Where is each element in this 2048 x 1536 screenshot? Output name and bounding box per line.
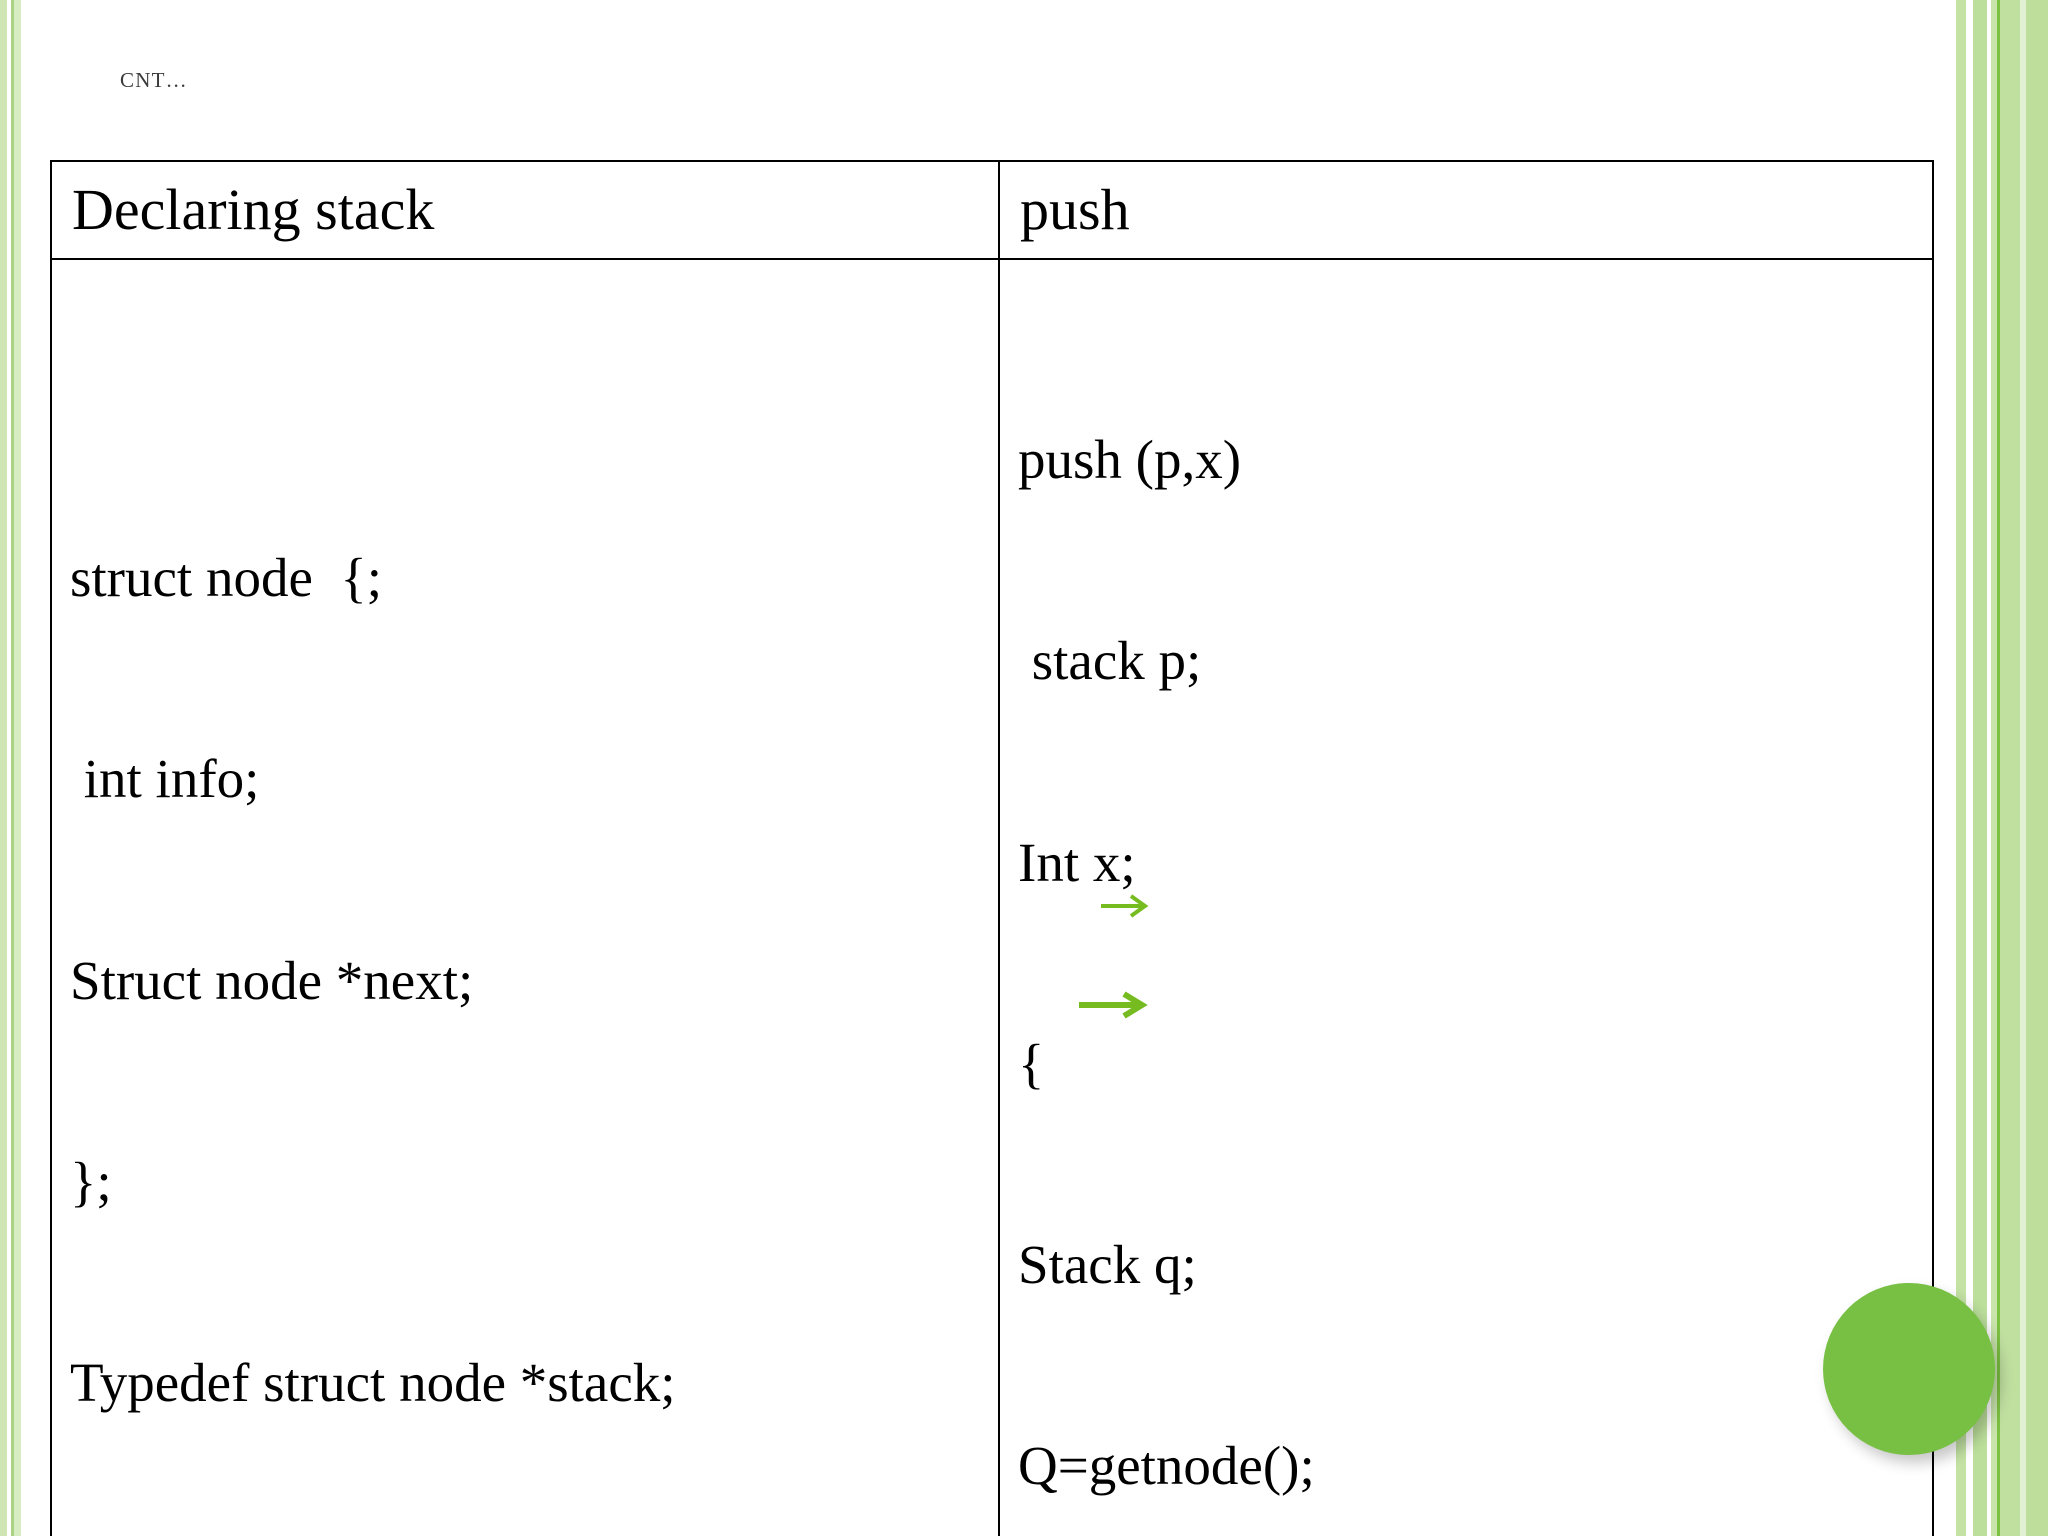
code-block-push: push (p,x) stack p; Int x; { Stack q; Q=…	[1000, 260, 1932, 1536]
code-line: Struct node *next;	[70, 949, 474, 1011]
table-body-cell-left: struct node {; int info; Struct node *ne…	[50, 257, 1000, 1536]
stripe-band	[11, 0, 14, 1536]
stripe-band	[1973, 0, 1987, 1536]
arrow-right-icon	[1100, 893, 1150, 919]
code-line: push (p,x)	[1018, 429, 1242, 491]
code-line: struct node {;	[70, 547, 383, 609]
code-line: };	[70, 1150, 112, 1212]
table-header-cell-right: push	[998, 160, 1934, 260]
table-header-row: Declaring stack push	[50, 160, 1934, 260]
stripe-band	[2026, 0, 2048, 1536]
code-comparison-table: Declaring stack push struct node {; int …	[50, 160, 1934, 1536]
right-edge-stripes	[1956, 0, 2048, 1536]
code-line: stack p;	[1018, 630, 1202, 692]
stripe-band	[14, 0, 21, 1536]
arrow-right-icon	[1078, 990, 1148, 1020]
header-declaring-stack: Declaring stack	[72, 177, 435, 242]
code-line: {	[1018, 1032, 1045, 1094]
green-circle-decoration	[1823, 1283, 1995, 1455]
code-block-declaring-stack: struct node {; int info; Struct node *ne…	[52, 260, 998, 1536]
stripe-band	[2000, 0, 2020, 1536]
stripe-band	[1987, 0, 1991, 1536]
table-body-row: struct node {; int info; Struct node *ne…	[50, 257, 1934, 1536]
header-push: push	[1020, 177, 1130, 242]
stripe-band	[1997, 0, 2000, 1536]
code-line: Int x;	[1018, 831, 1136, 893]
slide-kicker-title: CNT…	[120, 68, 188, 92]
table-header-cell-left: Declaring stack	[50, 160, 1000, 260]
code-line: Stack q;	[1018, 1233, 1197, 1295]
stripe-band	[2020, 0, 2026, 1536]
code-line: Typedef struct node *stack;	[70, 1351, 676, 1413]
left-edge-stripes	[0, 0, 26, 1536]
code-line: int info;	[70, 748, 260, 810]
stripe-band	[1991, 0, 1997, 1536]
stripe-band	[21, 0, 26, 1536]
stripe-band	[0, 0, 7, 1536]
stripe-band	[7, 0, 11, 1536]
table-body-cell-right: push (p,x) stack p; Int x; { Stack q; Q=…	[998, 257, 1934, 1536]
code-line: Q=getnode();	[1018, 1435, 1315, 1497]
